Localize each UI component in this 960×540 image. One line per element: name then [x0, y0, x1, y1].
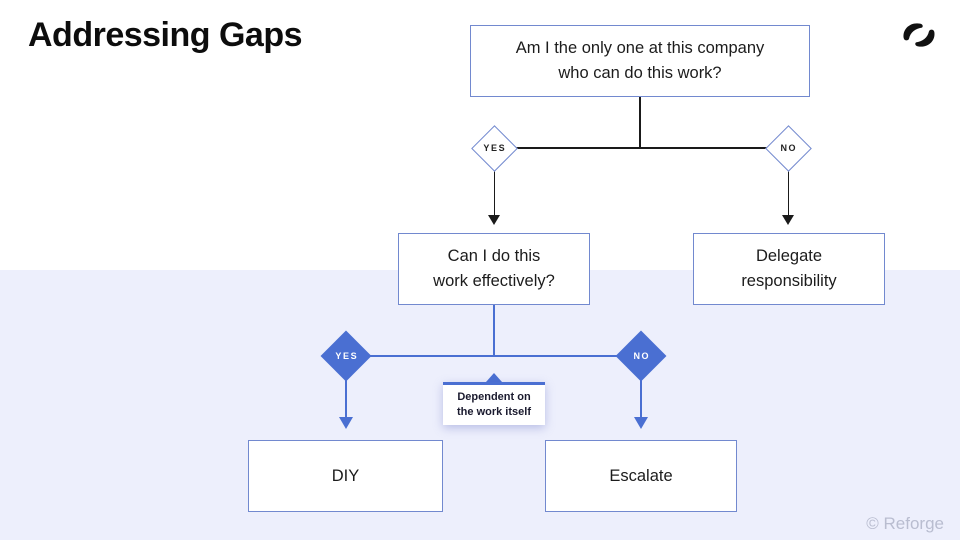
callout-line2: the work itself: [457, 406, 531, 418]
node-diy: DIY: [248, 440, 443, 512]
diamond-yes-branch1: YES: [470, 124, 518, 172]
node-can-line1: Can I do this: [447, 247, 541, 266]
node-root-question-line1: Am I the only one at this company: [515, 39, 765, 58]
connector-branch2-horizontal: [346, 355, 641, 357]
callout-dependent-on-work: Dependent on the work itself: [443, 382, 545, 425]
connector-branch1-horizontal: [494, 147, 788, 149]
diamond-no-branch1-label: NO: [780, 143, 798, 153]
node-root-question-line2: who can do this work?: [558, 64, 722, 82]
node-delegate-line1: Delegate: [755, 247, 823, 266]
callout-line1: Dependent on: [457, 390, 531, 403]
diamond-no-branch2-label: NO: [633, 351, 651, 361]
diamond-yes-branch1-label: YES: [483, 143, 507, 153]
connector-yes1-arrow-line: [493, 170, 496, 216]
reforge-logo-icon: [903, 23, 935, 47]
connector-root-vertical: [639, 97, 641, 148]
callout-pointer-icon: [486, 373, 502, 382]
yes1-arrowhead-icon: [488, 215, 500, 225]
page-title: Addressing Gaps: [28, 16, 303, 54]
node-diy-label: DIY: [331, 466, 360, 485]
node-can-i-do-this-work: Can I do this work effectively?: [398, 233, 590, 305]
no2-arrowhead-icon: [634, 417, 648, 429]
node-escalate: Escalate: [545, 440, 737, 512]
node-delegate-responsibility: Delegate responsibility: [693, 233, 885, 305]
node-delegate-line2: responsibility: [741, 272, 837, 290]
node-escalate-label: Escalate: [609, 466, 673, 485]
node-root-question: Am I the only one at this company who ca…: [470, 25, 810, 97]
yes2-arrowhead-icon: [339, 417, 353, 429]
copyright-watermark: © Reforge: [866, 514, 944, 533]
connector-can-vertical: [493, 305, 495, 356]
no1-arrowhead-icon: [782, 215, 794, 225]
diamond-no-branch2: NO: [615, 330, 667, 382]
node-can-line2: work effectively?: [433, 272, 555, 290]
connector-no2-arrow-line: [640, 378, 643, 418]
diamond-no-branch1: NO: [764, 124, 812, 172]
connector-yes2-arrow-line: [345, 378, 348, 418]
diamond-yes-branch2-label: YES: [335, 351, 359, 361]
connector-no1-arrow-line: [787, 170, 790, 216]
diamond-yes-branch2: YES: [320, 330, 372, 382]
